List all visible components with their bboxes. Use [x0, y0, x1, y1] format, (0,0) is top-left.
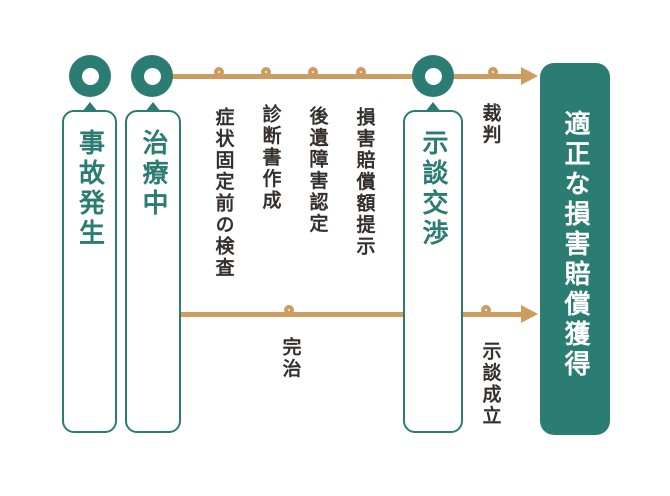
- step-node: [260, 66, 271, 77]
- stage-box-accident: 事故発生: [62, 102, 117, 433]
- step-label-trial: 裁判: [479, 103, 502, 146]
- step-node: [480, 304, 491, 315]
- step-node: [213, 66, 224, 77]
- stage-label-accident: 事故発生: [74, 129, 105, 249]
- step-label-settlement-reached: 示談成立: [479, 341, 502, 427]
- step-label-medical-certificate: 診断書作成: [259, 104, 282, 212]
- step-node: [355, 66, 366, 77]
- milestone-node-negotiation: [412, 55, 454, 97]
- arrow-right-icon: [521, 67, 538, 85]
- step-label-examination: 症状固定前の検査: [212, 107, 235, 279]
- stage-box-treatment: 治療中: [125, 102, 181, 433]
- stage-label-negotiation: 示談交渉: [418, 129, 448, 249]
- milestone-node-treatment: [131, 55, 173, 97]
- stage-box-negotiation: 示談交渉: [403, 102, 463, 433]
- step-node: [283, 304, 294, 315]
- timeline-line-top: [152, 74, 523, 79]
- step-label-disability-certification: 後遺障害認定: [306, 106, 329, 235]
- notch-up-icon: [425, 102, 441, 112]
- arrow-right-icon: [521, 305, 538, 323]
- timeline-line-bottom: [178, 312, 523, 317]
- outcome-box: 適正な損害賠償獲得: [540, 63, 610, 435]
- step-label-full-recovery: 完治: [279, 337, 302, 380]
- outcome-label: 適正な損害賠償獲得: [560, 110, 590, 380]
- notch-up-icon: [145, 102, 161, 112]
- step-label-compensation-offer: 損害賠償額提示: [353, 107, 376, 258]
- notch-up-icon: [81, 102, 98, 112]
- step-node: [307, 66, 318, 77]
- stage-label-treatment: 治療中: [138, 129, 168, 219]
- step-node: [487, 66, 498, 77]
- milestone-node-accident: [69, 55, 111, 97]
